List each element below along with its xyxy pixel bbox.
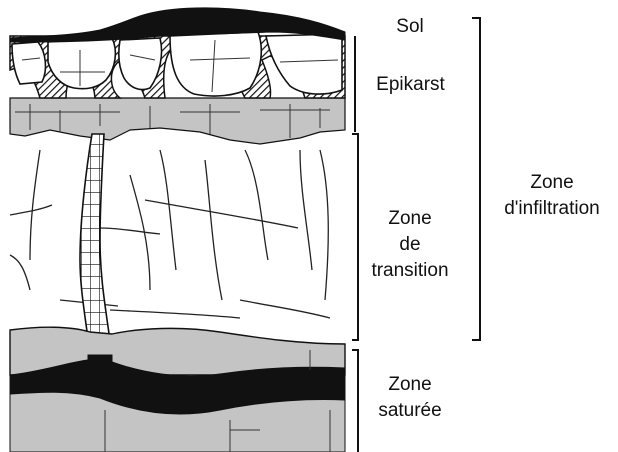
transition-zone-fractures [10,150,330,318]
label-sol: Sol [380,14,440,40]
label-transition-line3: transition [360,258,460,284]
label-zone-infiltration: Zone d'infiltration [490,170,614,222]
label-infiltration-line2: d'infiltration [490,196,614,222]
label-transition-line1: Zone [360,206,460,232]
bracket-infiltration [472,18,480,340]
label-infiltration-line1: Zone [490,170,614,196]
bracket-saturee [352,350,358,452]
label-saturee-line2: saturée [370,398,450,424]
label-saturee-line1: Zone [370,372,450,398]
bracket-transition [352,134,358,340]
label-transition-line2: de [360,232,460,258]
label-zone-saturee: Zone saturée [370,372,450,424]
label-epikarst: Epikarst [363,72,458,98]
label-zone-transition: Zone de transition [360,206,460,284]
karst-conduit [80,134,112,355]
